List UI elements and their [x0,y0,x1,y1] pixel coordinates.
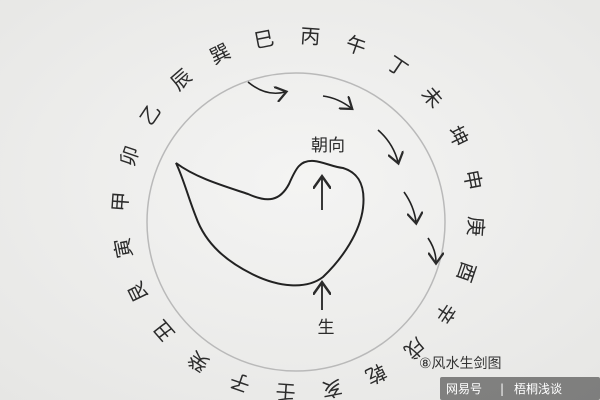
sheng-label: 生 [318,318,335,338]
facing-label: 朝向 [311,136,345,156]
ring-char: 丙 [300,24,322,49]
compass-circle [146,72,446,372]
watermark-separator: | [500,382,504,396]
ring-char: 甲 [108,191,133,213]
flow-arrow-1 [247,81,285,93]
watermark-author: 梧桐浅谈 [514,381,562,396]
site-outline [175,159,365,287]
ring-char: 庚 [463,216,488,238]
flow-arrow-2 [322,95,351,108]
flow-arrow-5 [427,237,436,262]
ring-char: 巳 [252,26,276,53]
watermark: 网易号 | 梧桐浅谈 [440,377,600,400]
diagram-caption: ⑧风水生剑图 [419,356,502,372]
watermark-brand: 网易号 [446,382,482,396]
flow-arrow-3 [377,129,398,162]
ring-char: 寅 [110,236,137,260]
ring-char: 壬 [275,379,297,400]
ring-char: 申 [459,168,486,192]
flow-arrow-4 [403,191,416,222]
ring-char: 亥 [320,375,344,400]
